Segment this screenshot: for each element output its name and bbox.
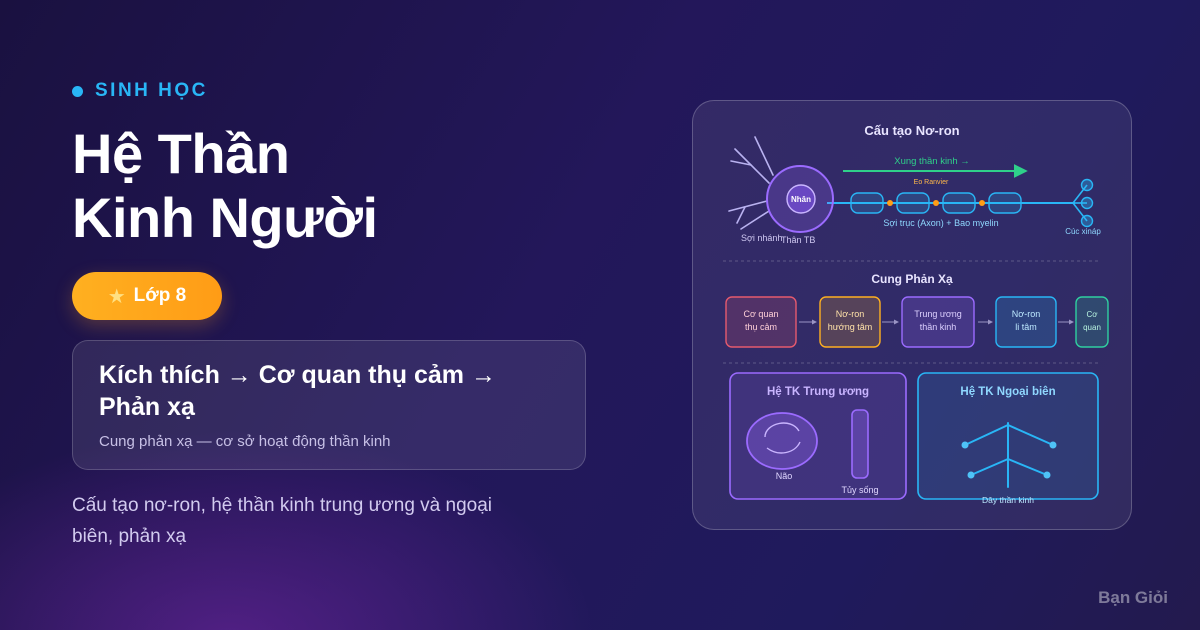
- reflex-step-2: Nơ-ron hướng tâm: [819, 296, 881, 348]
- reflex-step-label-line-1: Trung ương: [914, 309, 962, 319]
- star-icon: ★: [107, 285, 126, 308]
- neuron-title: Cấu tạo Nơ-ron: [864, 123, 959, 138]
- reflex-step-label-line-2: thần kinh: [920, 322, 957, 332]
- description: Cấu tạo nơ-ron, hệ thần kinh trung ương …: [72, 490, 542, 552]
- brain-icon: [746, 412, 818, 470]
- reflex-flow-line-1: Kích thích → Cơ quan thụ cảm →: [99, 361, 496, 389]
- reflex-step-box: [725, 296, 797, 348]
- reflex-arc-title: Cung Phản Xạ: [871, 272, 953, 286]
- ranvier-node-label: Eo Ranvier: [914, 179, 949, 186]
- reflex-step-box: [819, 296, 881, 348]
- cns-title: Hệ TK Trung ương: [767, 386, 869, 398]
- grade-badge: ★ Lớp 8: [72, 272, 222, 320]
- reflex-flow-card: Kích thích → Cơ quan thụ cảm → Phản xạ C…: [72, 340, 586, 470]
- axon-terminal-icon: [1072, 178, 1094, 228]
- reflex-step-box: [995, 296, 1057, 348]
- dendrites-label: Sợi nhánh: [741, 233, 782, 243]
- nerves-label: Dây thần kinh: [982, 495, 1034, 505]
- cns-panel: Hệ TK Trung ương Não Tủy sống: [729, 372, 907, 500]
- synapse-label: Cúc xináp: [1065, 227, 1101, 236]
- reflex-step-label-line-2: hướng tâm: [828, 322, 872, 332]
- reflex-step-box: [1075, 296, 1109, 348]
- spinal-cord-label: Tủy sống: [841, 485, 878, 495]
- description-line-1: Cấu tạo nơ-ron, hệ thần kinh trung ương …: [72, 495, 493, 516]
- reflex-step-1: Cơ quan thụ cảm: [725, 296, 797, 348]
- impulse-label: Xung thần kinh →: [894, 156, 970, 167]
- page-title: Hệ Thần Kinh Người: [72, 122, 378, 250]
- nerve-branches-icon: [961, 422, 1057, 488]
- reflex-step-label-line-1: Nơ-ron: [1012, 309, 1040, 319]
- myelin-sheath-segments: [850, 192, 1022, 214]
- reflex-flow-subtitle: Cung phản xạ — cơ sở hoạt động thần kinh: [99, 433, 391, 450]
- dendrites-icon: [728, 136, 774, 230]
- diagram-svg: Cấu tạo Nơ-ron: [723, 123, 1109, 505]
- brand-logo-text: Bạn Giỏi: [1098, 588, 1168, 607]
- axon-label: Sợi trục (Axon) + Bao myelin: [883, 218, 998, 228]
- subject-label: SINH HỌC: [95, 80, 208, 101]
- reflex-step-label-line-1: Nơ-ron: [836, 309, 864, 319]
- pns-panel: Hệ TK Ngoại biên Dây thần kinh: [917, 372, 1099, 505]
- page-title-line-2: Kinh Người: [72, 186, 378, 249]
- cell-body-label: Thân TB: [781, 235, 815, 245]
- reflex-step-label-line-1: Cơ quan: [744, 309, 779, 319]
- subject-eyebrow: SINH HỌC: [72, 80, 208, 102]
- reflex-step-3: Trung ương thần kinh: [901, 296, 975, 348]
- reflex-step-4: Nơ-ron li tâm: [995, 296, 1057, 348]
- subject-dot: [72, 85, 83, 97]
- ranvier-node-dots: [887, 200, 985, 206]
- grade-label: Lớp 8: [133, 285, 187, 306]
- reflex-flow-line-2: Phản xạ: [99, 393, 195, 421]
- pns-title: Hệ TK Ngoại biên: [960, 386, 1055, 398]
- description-line-2: biên, phản xạ: [72, 526, 187, 547]
- reflex-step-box: [901, 296, 975, 348]
- reflex-step-label-line-2: quan: [1083, 323, 1101, 332]
- spinal-cord-icon: [851, 409, 869, 479]
- reflex-step-label-line-2: thụ cảm: [745, 322, 777, 332]
- nucleus-icon: [786, 184, 816, 214]
- reflex-flow-text: Kích thích → Cơ quan thụ cảm → Phản xạ: [99, 359, 559, 423]
- reflex-step-label-line-2: li tâm: [1015, 322, 1037, 332]
- reflex-step-label-line-1: Cơ: [1086, 310, 1098, 319]
- brain-label: Não: [776, 471, 793, 481]
- reflex-step-5: Cơ quan: [1075, 296, 1109, 348]
- page-title-line-1: Hệ Thần: [72, 122, 290, 185]
- nervous-system-diagram: Cấu tạo Nơ-ron: [692, 100, 1132, 530]
- nucleus-label: Nhân: [791, 195, 811, 204]
